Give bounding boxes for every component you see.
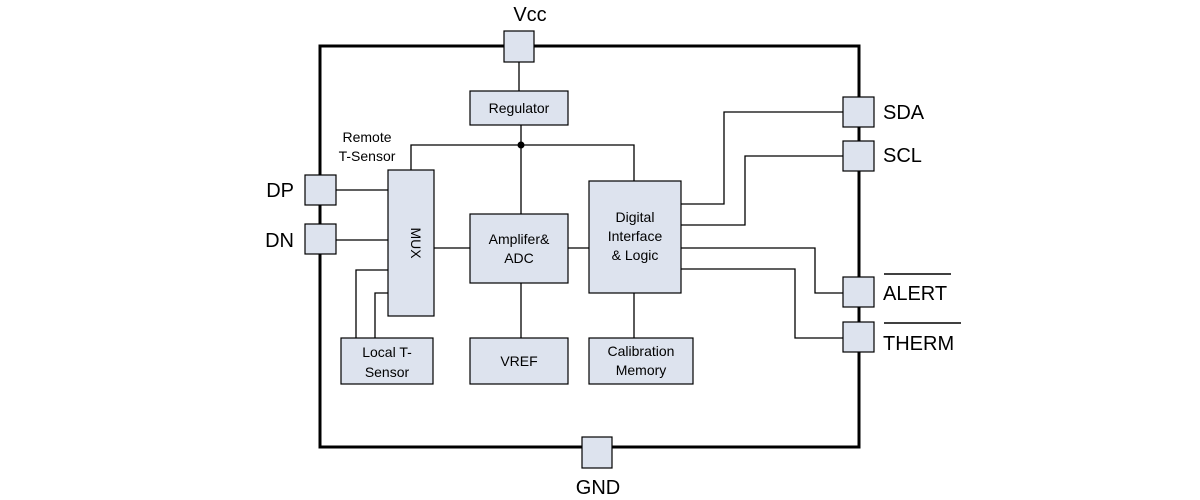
vref-block [469,337,569,385]
digital-label-line2: Interface [608,228,663,244]
amplifier-label-line1: Amplifer& [489,231,550,247]
remote-label-line2: T-Sensor [339,148,396,164]
digital-label-line3: & Logic [612,247,659,263]
gnd-label: GND [576,477,620,499]
regulator-block [469,90,569,126]
local-sensor-block [340,337,434,385]
therm-label: THERM [883,333,954,355]
junction-dot [517,141,525,149]
dp-label: DP [266,180,294,202]
digital-label-line1: Digital [616,209,655,225]
pin-labels: Vcc GND DP DN SDA SCL ALERT THERM [265,4,961,499]
block-labels: Regulator MUX Amplifer& ADC Digital Inte… [362,100,674,380]
sda-label: SDA [883,102,925,124]
scl-pin[interactable] [842,140,875,172]
dp-pin[interactable] [304,174,337,206]
vcc-label: Vcc [513,4,546,26]
alert-label: ALERT [883,283,947,305]
local-sensor-label-line2: Sensor [365,364,410,380]
pins [304,30,875,469]
dn-label: DN [265,230,294,252]
regulator-label: Regulator [489,100,550,116]
gnd-pin[interactable] [581,436,613,469]
calibration-label-line2: Memory [616,362,667,378]
calibration-label-line1: Calibration [608,343,675,359]
calibration-memory-block [588,337,694,385]
therm-pin[interactable] [842,321,875,353]
wires [336,62,843,339]
mux-label: MUX [408,227,424,259]
dn-pin[interactable] [304,223,337,255]
amplifier-adc-block [469,213,569,284]
vref-label: VREF [500,353,537,369]
blocks [340,90,694,385]
alert-pin[interactable] [842,276,875,308]
vcc-pin[interactable] [503,30,535,63]
amplifier-label-line2: ADC [504,250,534,266]
scl-label: SCL [883,145,922,167]
mux-block [387,169,435,317]
remote-label-line1: Remote [342,129,391,145]
local-sensor-label-line1: Local T- [362,344,412,360]
digital-interface-block [588,180,682,294]
sda-pin[interactable] [842,96,875,128]
